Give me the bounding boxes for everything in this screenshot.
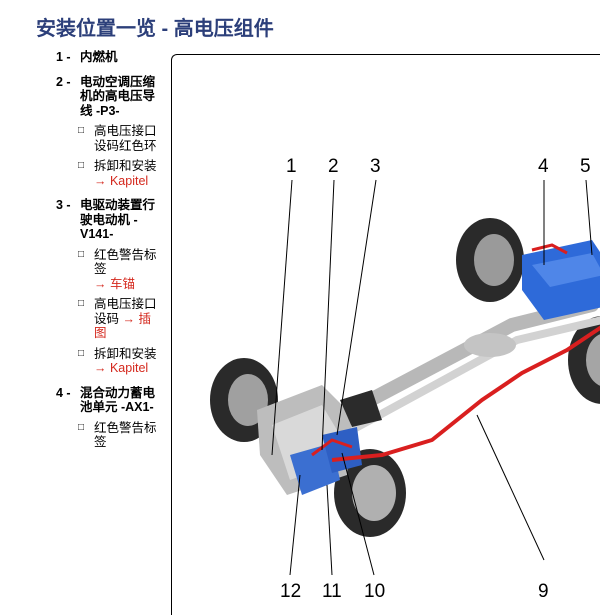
component-list: 1 - 内燃机 2 - 电动空调压缩机的高电压导线 -P3- □ 高电压接口设码… [56,50,160,460]
item-number: 1 - [56,50,71,64]
sub-item-text: 高电压接口设码 [94,297,157,326]
bullet-icon: □ [78,421,85,433]
page-title: 安装位置一览 - 高电压组件 [36,18,274,40]
callout-leaders [271,179,593,576]
sub-item-text: 拆卸和安装 [94,159,157,173]
sub-item: □ 红色警告标签 → 车锚 [56,248,160,292]
battery-pack [522,240,600,320]
item-number: 4 - [56,385,71,400]
sub-item: □ 高电压接口设码红色环 [56,124,160,153]
item-title: 混合动力蓄电池单元 -AX1- [80,385,156,415]
sub-item-text: 高电压接口设码红色环 [94,124,157,153]
list-item: 4 - 混合动力蓄电池单元 -AX1- □ 红色警告标签 [56,386,160,450]
rear-left-wheel [456,218,524,302]
list-item: 2 - 电动空调压缩机的高电压导线 -P3- □ 高电压接口设码红色环 □ 拆卸… [56,75,160,189]
item-title: 电驱动装置行驶电动机 -V141- [80,198,156,241]
callout-2: 2 [328,156,339,177]
high-voltage-cable [311,243,600,462]
front-right-wheel [334,449,406,537]
bullet-icon: □ [78,347,85,359]
callout-12: 12 [280,581,301,602]
callout-9: 9 [538,581,549,602]
callout-3: 3 [370,156,381,177]
item-number: 3 - [56,198,71,212]
callout-4: 4 [538,156,549,177]
item-number: 2 - [56,74,71,89]
sub-item-text: 红色警告标签 [94,420,157,450]
bullet-icon: □ [78,160,85,171]
vehicle-anchor-link[interactable]: → 车锚 [94,276,135,291]
callout-11: 11 [322,581,342,602]
bullet-icon: □ [78,298,85,309]
sub-item: □ 拆卸和安装 → Kapitel [56,159,160,188]
figure-link[interactable]: → 插图 [94,311,151,341]
sub-item: □ 红色警告标签 [56,421,160,450]
bullet-icon: □ [78,125,85,136]
kapitel-link[interactable]: → Kapitel [94,361,149,375]
sub-item: □ 高电压接口设码 → 插图 [56,297,160,341]
sub-item-text: 拆卸和安装 [94,346,157,361]
bullet-icon: □ [78,248,85,260]
rear-right-wheel [568,316,600,404]
chassis-drawing: 1 2 3 4 5 12 11 10 9 [210,156,600,602]
item-title: 电动空调压缩机的高电压导线 -P3- [80,74,156,118]
sub-item: □ 拆卸和安装 → Kapitel [56,347,160,376]
callout-10: 10 [364,581,385,602]
sub-item-text: 红色警告标签 [94,247,157,277]
kapitel-link[interactable]: → Kapitel [94,173,149,188]
callout-5: 5 [580,156,591,177]
item-title: 内燃机 [80,50,118,64]
callout-1: 1 [286,156,297,177]
vehicle-illustration: 1 2 3 4 5 12 11 10 9 [171,54,600,615]
list-item: 1 - 内燃机 [56,50,160,65]
list-item: 3 - 电驱动装置行驶电动机 -V141- □ 红色警告标签 → 车锚 □ 高电… [56,198,160,376]
